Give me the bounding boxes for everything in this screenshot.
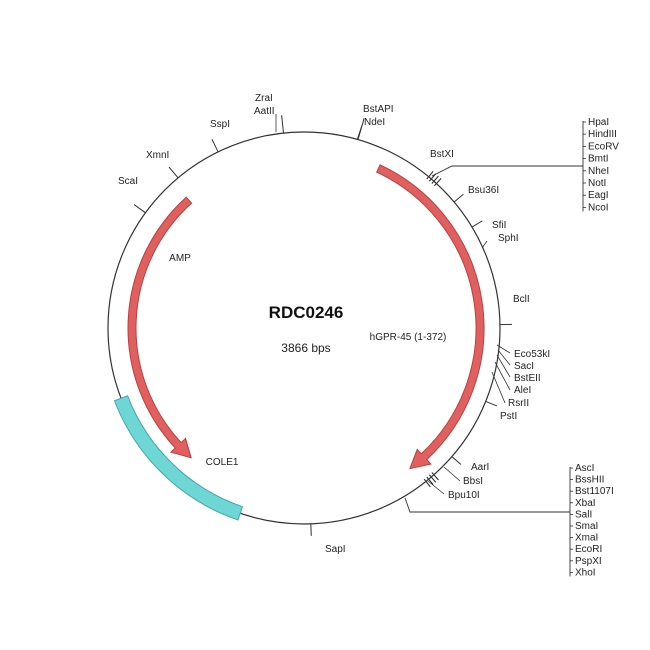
mcs-lower-label: SalI: [575, 509, 592, 520]
mcs-upper-label: NcoI: [588, 202, 609, 213]
cole1-band: [113, 395, 244, 521]
mcs-upper-cluster-tick: [431, 175, 439, 184]
plasmid-name: RDC0246: [269, 303, 344, 322]
mcs-lower-label: PspXI: [575, 556, 602, 567]
feature-label-cole1: COLE1: [206, 457, 239, 468]
site-label-bpu10i: Bpu10I: [448, 490, 480, 501]
site-label-eco53ki: Eco53kI: [514, 349, 550, 360]
site-tick-sspi: [211, 139, 219, 153]
site-label-bcli: BclI: [513, 294, 530, 305]
leader-bpu10i: [427, 480, 445, 495]
mcs-upper-label: HindIII: [588, 129, 617, 140]
site-label-bsu36i: Bsu36I: [468, 185, 499, 196]
site-label-psti: PstI: [500, 411, 517, 422]
site-label-bstapi: BstAPI: [363, 104, 394, 115]
site-tick-bsu36i: [453, 193, 464, 203]
hgpr-arrow: [376, 164, 485, 470]
plasmid-backbone: [107, 131, 501, 525]
site-tick-psti: [485, 400, 498, 407]
site-tick-xmni: [168, 166, 179, 179]
site-label-xmni: XmnI: [146, 150, 169, 161]
mcs-lower-label: XbaI: [575, 498, 596, 509]
site-label-aatii: AatII: [254, 106, 275, 117]
plasmid-size: 3866 bps: [281, 341, 330, 355]
site-label-ndei: NdeI: [364, 117, 385, 128]
mcs-lower-label: EcoRI: [575, 544, 602, 555]
mcs-lower-label: Bst1107I: [575, 486, 614, 497]
mcs-lower-cluster-tick: [431, 472, 439, 481]
mcs-lower-label: SmaI: [575, 521, 598, 532]
site-label-sfii: SfiI: [492, 220, 506, 231]
amp-arrow: [127, 196, 193, 459]
leader-eco53ki: [496, 344, 511, 354]
mcs-upper-label: NotI: [588, 178, 606, 189]
site-label-alei: AleI: [514, 385, 531, 396]
site-tick-aari: [451, 456, 462, 465]
mcs-lower-cluster-tick: [428, 474, 437, 483]
site-tick-zrai: [281, 115, 285, 134]
mcs-upper-label: EcoRV: [588, 141, 619, 152]
site-label-bsteii: BstEII: [514, 373, 541, 384]
feature-label-hgpr: hGPR-45 (1-372): [370, 332, 447, 343]
site-tick-scai: [133, 204, 146, 214]
leader-bsteii: [496, 354, 511, 378]
mcs-lower-leader: [404, 497, 570, 513]
leader-ndei: [356, 124, 363, 141]
mcs-upper-label: HpaI: [588, 117, 609, 128]
mcs-lower-label: XmaI: [575, 533, 598, 544]
leader-saci: [497, 349, 511, 366]
site-label-bstxi: BstXI: [430, 149, 454, 160]
site-label-rsrii: RsrII: [508, 398, 529, 409]
site-tick-sfii: [471, 220, 483, 228]
mcs-upper-cluster-tick: [433, 177, 442, 187]
site-label-scai: ScaI: [118, 176, 138, 187]
leader-bbsi: [443, 466, 461, 482]
leader-alei: [494, 361, 511, 391]
leader-rsrii: [491, 371, 506, 404]
site-label-sapi: SapI: [325, 544, 346, 555]
mcs-upper-label: EagI: [588, 190, 609, 201]
mcs-upper-cluster-tick: [426, 171, 434, 180]
mcs-lower-label: XhoI: [575, 567, 596, 578]
site-label-zrai: ZraI: [255, 93, 273, 104]
site-label-aari: AarI: [471, 462, 489, 473]
mcs-lower-label: BssHII: [575, 475, 604, 486]
site-label-sspi: SspI: [210, 119, 230, 130]
leader-sphi: [481, 240, 488, 249]
site-label-saci: SacI: [514, 361, 534, 372]
site-layer: ZraI AatII SspI XmnI ScaI BstAPI NdeI BstXI Bsu3…: [118, 93, 550, 555]
site-label-bbsi: BbsI: [463, 476, 483, 487]
mcs-lower-cluster-tick: [423, 478, 431, 488]
mcs-upper-label: BmtI: [588, 154, 609, 165]
mcs-upper-leader: [431, 165, 583, 177]
mcs-lower-label: AscI: [575, 463, 594, 474]
feature-label-amp: AMP: [169, 253, 191, 264]
site-label-sphi: SphI: [498, 233, 519, 244]
mcs-lower-cluster-tick: [426, 476, 434, 485]
feature-layer: AMP hGPR-45 (1-372) COLE1: [113, 164, 485, 521]
mcs-upper-label: NheI: [588, 166, 609, 177]
